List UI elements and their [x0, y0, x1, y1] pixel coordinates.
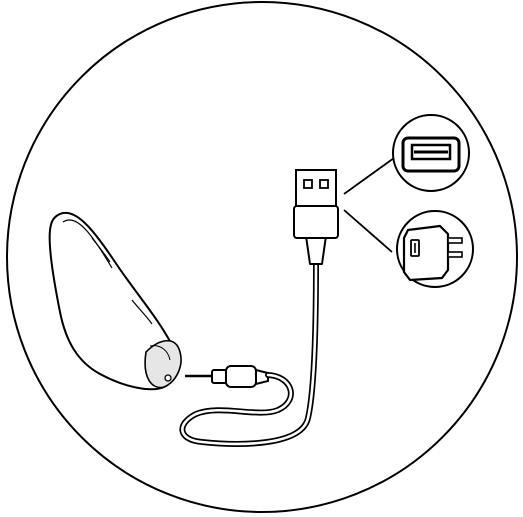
- wall-adapter-icon: [396, 210, 474, 288]
- usb-port-pointer: [343, 157, 395, 195]
- usb-port-icon: [392, 114, 470, 192]
- usb-plug-icon: [293, 169, 339, 265]
- cable-icon: [179, 261, 319, 447]
- device-icon: [48, 212, 182, 391]
- wall-adapter-pointer: [343, 209, 393, 253]
